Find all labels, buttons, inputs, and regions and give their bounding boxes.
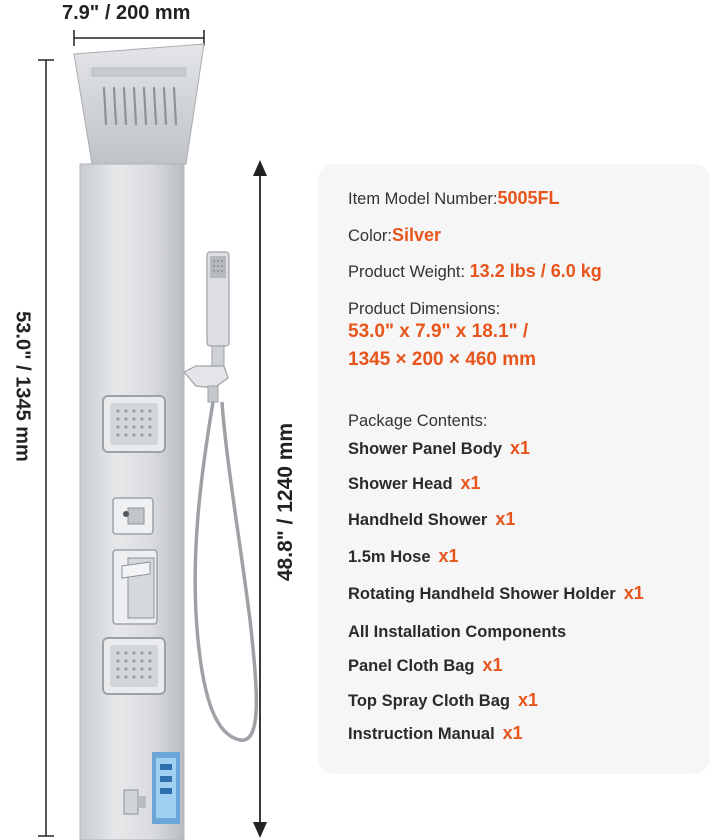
color-label: Color: [348,227,393,245]
spec-card: Item Model Number:5005FL Color:Silver Pr… [318,164,710,774]
body-spray-jet-upper [102,395,166,453]
rotating-shower-holder [183,365,229,403]
package-contents-label: Package Contents: [348,412,488,430]
package-item: Shower Head x1 [348,473,481,494]
diverter-knob [112,497,154,535]
package-item-name: Instruction Manual [348,725,495,743]
mixer-lever-handle [112,549,158,625]
color-value: Silver [392,225,442,245]
dimensions-label: Product Dimensions: [348,300,501,318]
package-item-qty: x1 [460,473,481,493]
package-item: Rotating Handheld Shower Holder x1 [348,583,644,604]
dimensions-line-1: 53.0" x 7.9" x 18.1" / [348,321,529,342]
rain-shower-head [73,43,205,165]
package-item-name: Handheld Shower [348,511,488,529]
package-item-name: 1.5m Hose [348,548,431,566]
model-label: Item Model Number: [348,190,498,208]
dimensions-line-2: 1345 × 200 × 460 mm [348,349,537,370]
temperature-sticker [152,752,180,824]
model-row: Item Model Number:5005FL [348,188,560,209]
width-dimension-label: 7.9" / 200 mm [62,2,191,24]
package-item-name: Top Spray Cloth Bag [348,692,510,710]
width-dimension-line [73,30,205,46]
package-item: Shower Panel Body x1 [348,438,530,459]
package-item: Top Spray Cloth Bag x1 [348,690,538,711]
model-value: 5005FL [497,188,560,208]
package-item-name: Shower Head [348,475,453,493]
package-item: 1.5m Hose x1 [348,546,459,567]
package-item: Panel Cloth Bag x1 [348,655,503,676]
package-item: Handheld Shower x1 [348,509,515,530]
package-item-qty: x1 [517,690,538,710]
shower-hose [193,401,259,742]
panel-height-dimension-label: 48.8" / 1240 mm [274,422,297,582]
total-height-dimension-line [38,59,54,837]
package-item-name: Rotating Handheld Shower Holder [348,585,616,603]
package-item: All Installation Components [348,621,574,642]
package-item-name: Panel Cloth Bag [348,657,475,675]
package-item-qty: x1 [438,546,459,566]
weight-label: Product Weight: [348,263,470,281]
package-item-qty: x1 [510,438,531,458]
handheld-shower [206,251,230,369]
weight-value: 13.2 lbs / 6.0 kg [469,261,602,281]
color-row: Color:Silver [348,225,441,246]
package-item: Instruction Manual x1 [348,723,523,744]
total-height-dimension-label: 53.0" / 1345 mm [11,311,34,462]
package-item-qty: x1 [502,723,523,743]
panel-height-dimension-arrow [253,160,267,838]
package-item-name: All Installation Components [348,623,567,641]
package-item-name: Shower Panel Body [348,440,503,458]
body-spray-jet-lower [102,637,166,695]
package-item-qty: x1 [482,655,503,675]
package-item-qty: x1 [623,583,644,603]
weight-row: Product Weight: 13.2 lbs / 6.0 kg [348,261,602,282]
package-item-qty: x1 [495,509,516,529]
tub-spout [123,789,146,815]
